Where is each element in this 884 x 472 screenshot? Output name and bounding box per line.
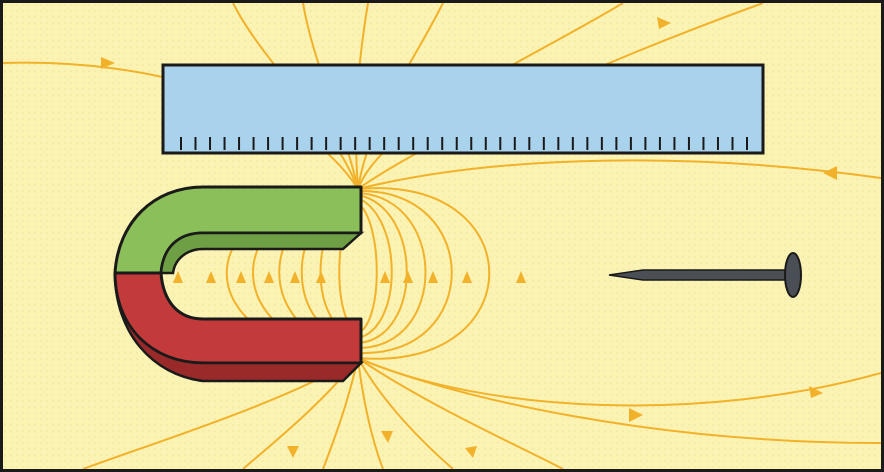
- ruler: [161, 63, 765, 155]
- field-line: [322, 357, 359, 469]
- field-line: [357, 194, 408, 344]
- field-line: [357, 189, 453, 355]
- arrow-icon: [206, 271, 216, 283]
- ruler-ticks: [180, 137, 748, 150]
- arrow-icon: [380, 271, 390, 283]
- horseshoe-magnet: [113, 185, 365, 383]
- arrow-icon: [465, 446, 477, 458]
- field-line: [357, 357, 881, 444]
- field-line: [357, 197, 393, 339]
- arrow-icon: [657, 17, 671, 29]
- arrow-icon: [403, 271, 413, 283]
- field-line: [357, 357, 564, 469]
- arrow-icon: [287, 446, 299, 458]
- nail-shank: [608, 269, 790, 281]
- field-line: [357, 159, 881, 190]
- arrow-icon: [823, 166, 837, 180]
- field-direction-arrows: [101, 17, 837, 458]
- arrow-icon: [809, 386, 823, 398]
- iron-nail: [608, 252, 802, 298]
- field-line: [357, 187, 491, 360]
- field-line: [357, 357, 384, 469]
- magnetic-field-illustration: [3, 3, 881, 469]
- field-line: [357, 357, 454, 469]
- arrow-icon: [462, 271, 472, 283]
- arrow-icon: [264, 271, 274, 283]
- arrow-icon: [290, 271, 300, 283]
- magnet-south-side: [113, 272, 365, 383]
- arrow-icon: [516, 271, 526, 283]
- field-line: [357, 192, 427, 349]
- field-line: [357, 202, 378, 334]
- arrow-icon: [101, 57, 115, 69]
- ruler-body: [161, 63, 765, 155]
- arrow-icon: [428, 271, 438, 283]
- nail-head: [784, 252, 802, 298]
- magnet-north-side: [159, 231, 365, 275]
- arrow-icon: [236, 271, 246, 283]
- arrow-icon: [316, 271, 326, 283]
- arrow-icon: [173, 271, 183, 283]
- arrow-icon: [629, 408, 643, 422]
- arrow-icon: [381, 431, 393, 443]
